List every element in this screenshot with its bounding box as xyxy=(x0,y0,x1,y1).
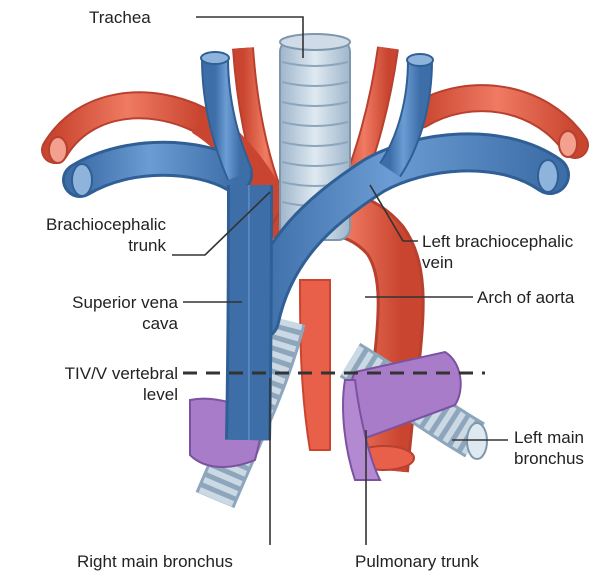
label-superior-vena-cava: Superior vena cava xyxy=(8,292,178,334)
label-trachea: Trachea xyxy=(89,7,151,28)
label-left-main-bronchus-line1: Left main xyxy=(514,427,584,448)
label-vertebral-level: TIV/V vertebral level xyxy=(8,363,178,405)
label-pulmonary-trunk: Pulmonary trunk xyxy=(355,551,479,572)
label-left-main-bronchus: Left main bronchus xyxy=(514,427,584,469)
label-arch-of-aorta: Arch of aorta xyxy=(477,287,574,308)
label-superior-vena-cava-line2: cava xyxy=(8,313,178,334)
label-right-main-bronchus: Right main bronchus xyxy=(77,551,233,572)
label-left-brachiocephalic-vein-line1: Left brachiocephalic xyxy=(422,231,573,252)
label-brachiocephalic-trunk-line2: trunk xyxy=(8,235,166,256)
label-brachiocephalic-trunk-line1: Brachiocephalic xyxy=(8,214,166,235)
label-left-brachiocephalic-vein: Left brachiocephalic vein xyxy=(422,231,573,273)
label-left-brachiocephalic-vein-line2: vein xyxy=(422,252,573,273)
label-superior-vena-cava-line1: Superior vena xyxy=(8,292,178,313)
superior-vena-cava-shape xyxy=(248,185,250,440)
label-left-main-bronchus-line2: bronchus xyxy=(514,448,584,469)
label-vertebral-level-line1: TIV/V vertebral xyxy=(8,363,178,384)
label-brachiocephalic-trunk: Brachiocephalic trunk xyxy=(8,214,166,256)
label-vertebral-level-line2: level xyxy=(8,384,178,405)
